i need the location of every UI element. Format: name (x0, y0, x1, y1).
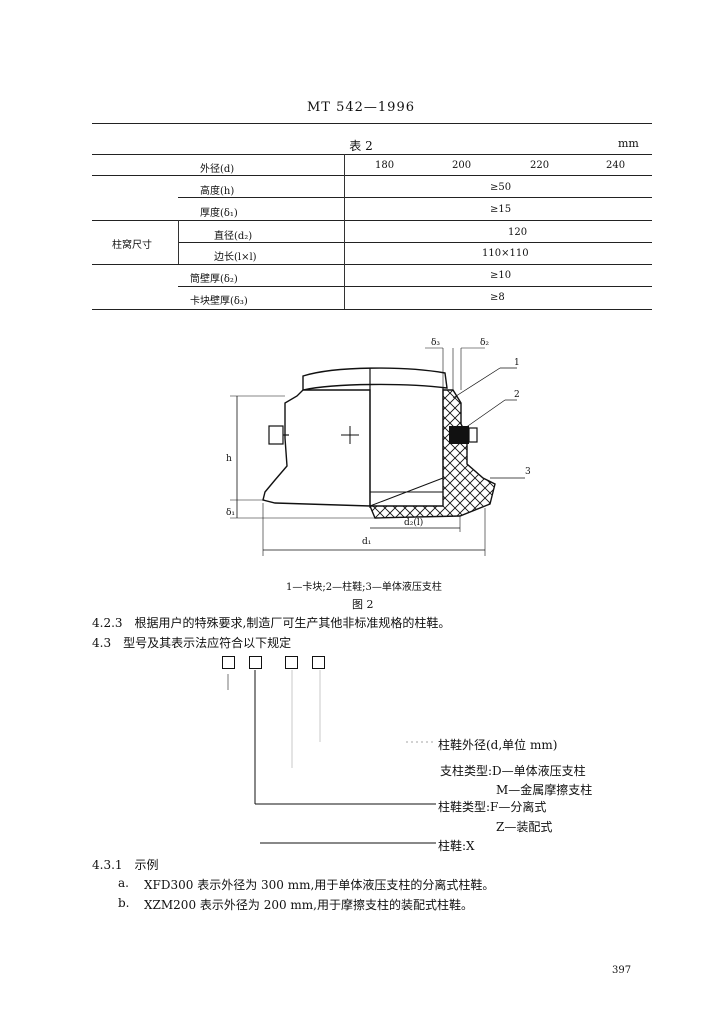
model-line-prop-type: 支柱类型:D—单体液压支柱 (440, 764, 586, 778)
table-row-value: ≥50 (490, 182, 512, 193)
header-rule (92, 123, 652, 124)
shoe-hatched-body (368, 389, 496, 519)
table-row-label: 边长(l×l) (214, 252, 257, 263)
bolt-left (268, 425, 284, 445)
example-a-label: a. (118, 876, 129, 890)
table-col-180: 180 (375, 160, 395, 171)
table-group-rule (178, 220, 179, 264)
table-col-220: 220 (530, 160, 550, 171)
model-line-shoe: 柱鞋:X (438, 839, 475, 853)
table-rule (178, 242, 652, 243)
table-row-value: ≥15 (490, 204, 512, 215)
fig-label-delta1: δ₁ (226, 508, 236, 518)
table-row-label: 高度(h) (200, 186, 235, 197)
fig-label-delta2: δ₂ (480, 338, 490, 348)
example-b-text: XZM200 表示外径为 200 mm,用于摩擦支柱的装配式柱鞋。 (144, 898, 473, 912)
fig-label-2: 2 (514, 390, 520, 400)
fig-label-h: h (226, 454, 232, 464)
model-line-shoe-type: 柱鞋类型:F—分离式 (438, 800, 547, 814)
table-row-label: 厚度(δ₁) (200, 208, 238, 219)
fig-label-3: 3 (525, 467, 531, 477)
table-row-value: ≥8 (490, 292, 505, 303)
table-row-label: 卡块壁厚(δ₃) (190, 296, 248, 307)
bolt-right (449, 426, 469, 444)
code-box-1 (222, 656, 235, 669)
model-line-metal-prop: M—金属摩擦支柱 (496, 783, 593, 797)
standard-header: MT 542—1996 (306, 100, 415, 115)
table-bottom-rule (92, 309, 652, 310)
model-code-leader-lines (227, 670, 436, 844)
table-col-200: 200 (452, 160, 472, 171)
table-group-label: 柱窝尺寸 (112, 240, 152, 251)
table-rule (178, 197, 652, 198)
prop-top-cap (302, 367, 448, 391)
table-row-label: 直径(d₂) (214, 231, 253, 242)
table-top-rule (92, 154, 652, 155)
section-4-2-3: 4.2.3 根据用户的特殊要求,制造厂可生产其他非标准规格的柱鞋。 (92, 616, 451, 630)
table-rule (92, 220, 652, 221)
fig-label-d2l: d₂(l) (404, 518, 424, 528)
section-4-3-1: 4.3.1 示例 (92, 858, 159, 872)
model-line-assembled: Z—装配式 (496, 820, 553, 834)
table-row-value: 110×110 (482, 248, 529, 259)
prop-body (262, 389, 371, 507)
model-line-diameter: 柱鞋外径(d,单位 mm) (438, 738, 558, 752)
table-row-label: 筒壁厚(δ₂) (190, 274, 238, 285)
code-box-3 (285, 656, 298, 669)
code-box-4 (312, 656, 325, 669)
table-col-rule (344, 154, 345, 309)
table-title: 表 2 (349, 139, 373, 153)
figure-title: 图 2 (352, 598, 374, 611)
table-unit: mm (618, 137, 639, 150)
example-b-label: b. (118, 896, 130, 910)
fig-label-d1: d₁ (362, 537, 372, 547)
table-row-value: 120 (508, 227, 528, 238)
table-rule (92, 264, 652, 265)
page-number: 397 (612, 965, 632, 976)
fig-label-1: 1 (514, 358, 520, 368)
table-col-240: 240 (606, 160, 626, 171)
table-header-label: 外径(d) (200, 164, 235, 175)
figure-2-drawing (230, 347, 525, 556)
code-box-2 (249, 656, 262, 669)
table-row-value: ≥10 (490, 270, 512, 281)
table-rule (92, 175, 652, 176)
fig-label-delta3: δ₃ (431, 338, 441, 348)
figure-caption: 1—卡块;2—柱鞋;3—单体液压支柱 (286, 582, 442, 593)
table-rule (178, 286, 652, 287)
example-a-text: XFD300 表示外径为 300 mm,用于单体液压支柱的分离式柱鞋。 (144, 878, 495, 892)
section-4-3: 4.3 型号及其表示法应符合以下规定 (92, 636, 292, 650)
